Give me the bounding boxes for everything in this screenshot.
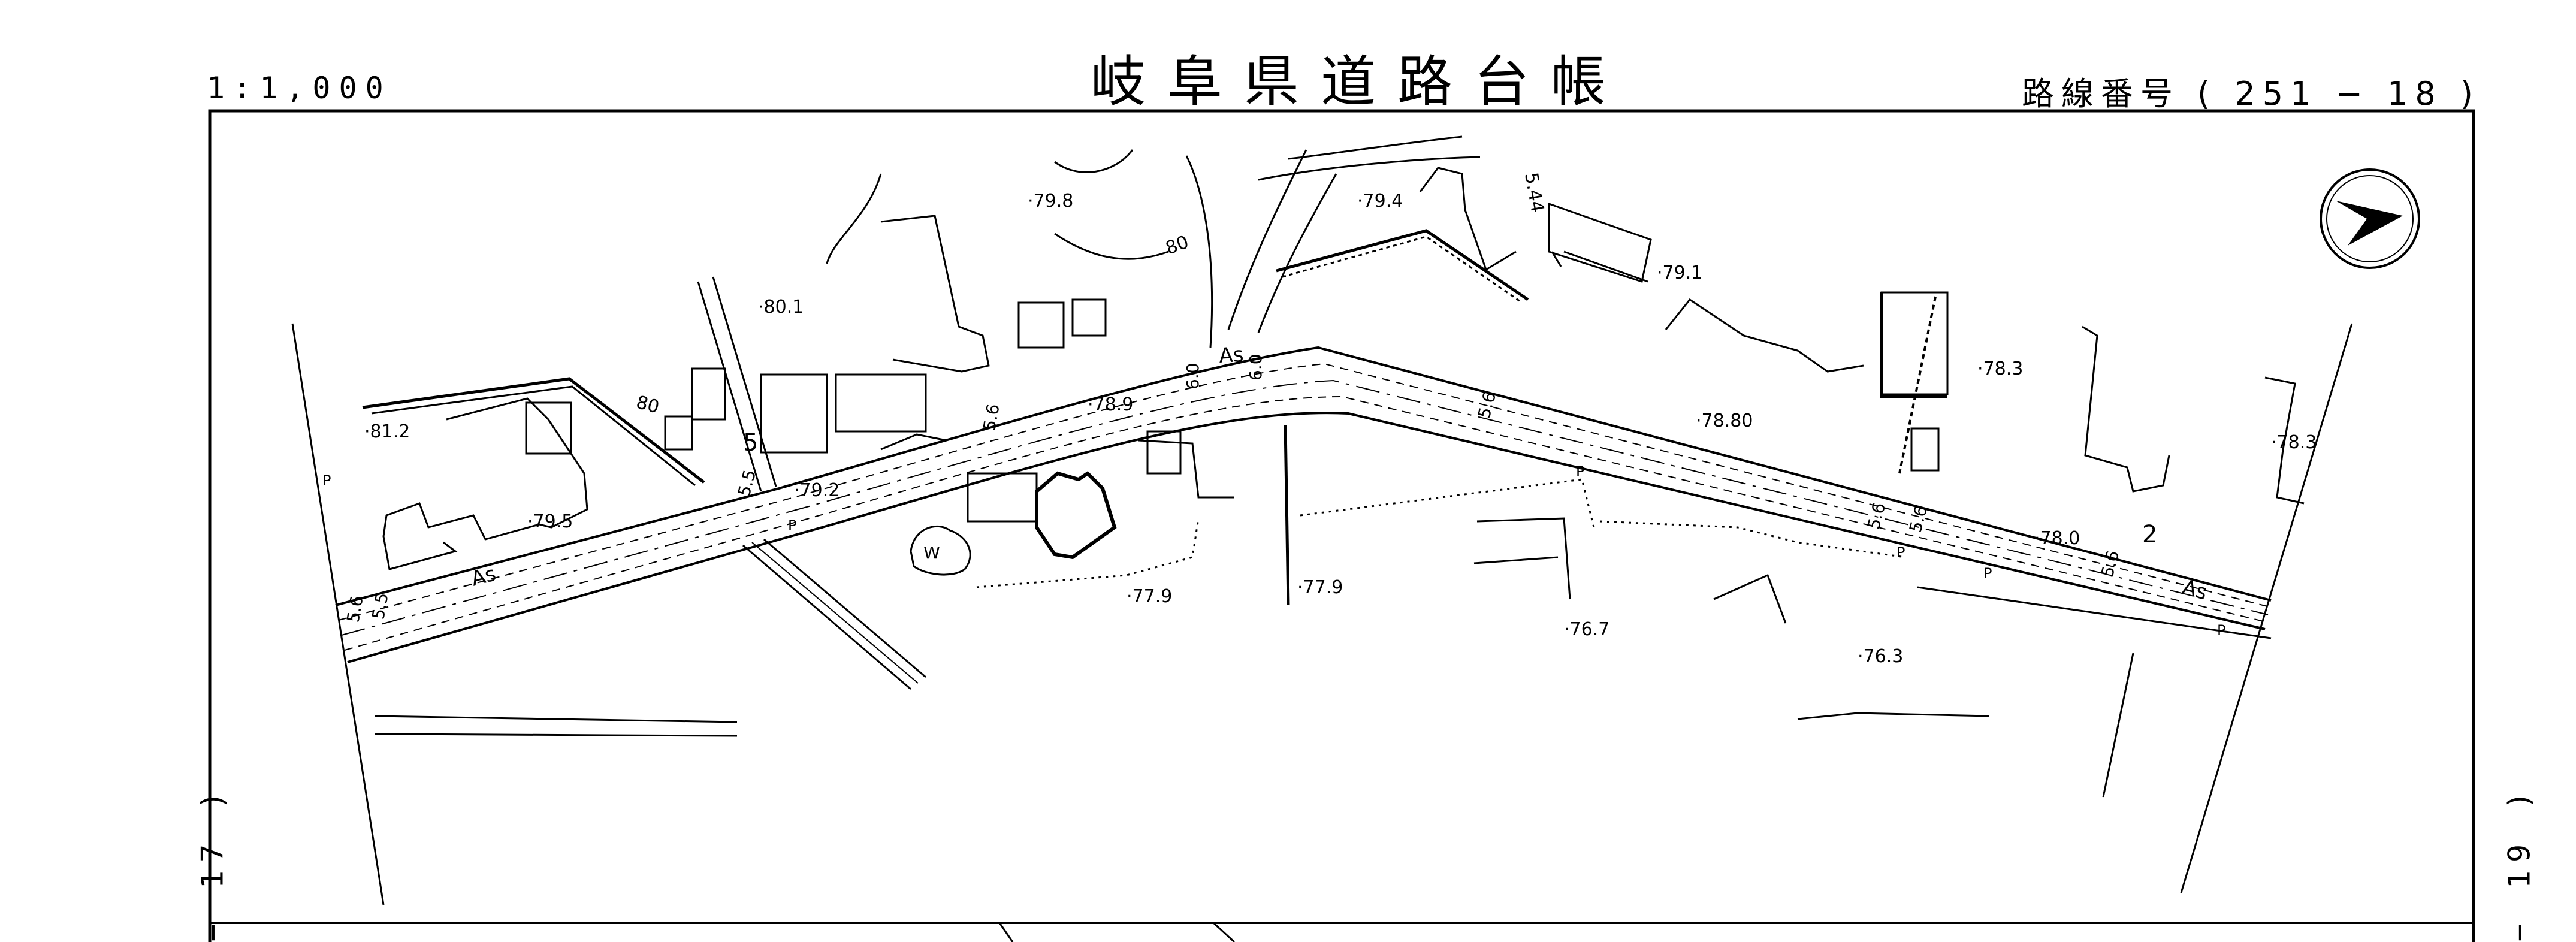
- elevation-point: ·79.4: [1357, 191, 1403, 212]
- route-number: 路線番号 ( 251 − 18 ): [2022, 67, 2480, 114]
- survey-boundary: [291, 323, 2353, 905]
- sheet-number: 2: [2142, 521, 2157, 548]
- field-boundaries: [826, 149, 1990, 720]
- elevation-point: ·81.2: [364, 421, 410, 442]
- bench-mark-label: 5.44: [1520, 171, 1548, 214]
- side-roads: [697, 135, 1481, 690]
- north-arrow-icon: [2320, 168, 2420, 269]
- route-number-value: ( 251 − 18 ): [2197, 75, 2480, 113]
- road-width-label: 5.6: [979, 403, 1003, 433]
- pond: [910, 525, 971, 576]
- road-width-label: 6.0: [1183, 363, 1203, 390]
- elevation-point: ·78.3: [1977, 358, 2023, 379]
- elevation-point: ·76.3: [1858, 646, 1903, 667]
- sheet-title: 岐阜県道路台帳: [1091, 50, 1628, 114]
- elevation-point: ·78.80: [1696, 410, 1753, 431]
- next-panel-line: [998, 922, 1014, 942]
- map-scale: 1:1,000: [207, 71, 392, 105]
- pond-label: W: [923, 543, 940, 563]
- utility-pole-mark: P: [1576, 463, 1584, 480]
- contour-label: 80: [1163, 232, 1192, 259]
- buildings: [382, 167, 2305, 570]
- road-width-label: 5.6: [1864, 500, 1889, 532]
- utility-pole-mark: P: [1896, 544, 1905, 561]
- utility-pole-mark: P: [322, 472, 331, 489]
- elevation-point: ·79.2: [794, 480, 839, 501]
- walls: [362, 229, 1947, 487]
- elevation-point: ·77.9: [1127, 586, 1172, 607]
- next-panel-line: [1212, 922, 1236, 942]
- road-width-label: 5.5: [368, 591, 392, 621]
- route-label: 路線番号: [2022, 75, 2180, 113]
- map-labels: ·79.8 ·79.4 ·80.1 ·81.2 ·79.2 ·79.5 ·78.9 ·77.9…: [322, 171, 2317, 667]
- elevation-point: ·79.1: [1657, 262, 1702, 283]
- road-width-label: 5.6: [343, 594, 367, 624]
- elevation-point: ·78.9: [1088, 394, 1133, 415]
- elevation-point: ·79.8: [1028, 191, 1073, 212]
- road-width-label: 5.6: [1474, 390, 1500, 421]
- elevation-point: ·79.5: [527, 511, 573, 532]
- sheet-number: 5: [743, 429, 758, 457]
- elevation-point: ·77.9: [1297, 577, 1343, 598]
- elevation-point: ·80.1: [758, 297, 804, 318]
- main-road: [335, 346, 2272, 663]
- elevation-point: ·76.7: [1564, 619, 1609, 640]
- ditches: [374, 586, 2272, 798]
- pavement-label: As: [2180, 575, 2210, 605]
- pavement-label: As: [1218, 343, 1244, 368]
- utility-pole-mark: P: [788, 517, 796, 534]
- utility-pole-mark: P: [1983, 565, 1992, 582]
- contour-label: 80: [634, 392, 662, 418]
- elevation-point: ·78.3: [2271, 432, 2317, 453]
- utility-pole-mark: P: [2217, 622, 2225, 639]
- road-width-label: 5.6: [2097, 548, 2123, 579]
- road-width-label: 6.0: [1246, 354, 1266, 381]
- elevation-point: ·78.0: [2034, 528, 2080, 549]
- pavement-label: As: [469, 561, 499, 591]
- map-frame: [208, 109, 2475, 942]
